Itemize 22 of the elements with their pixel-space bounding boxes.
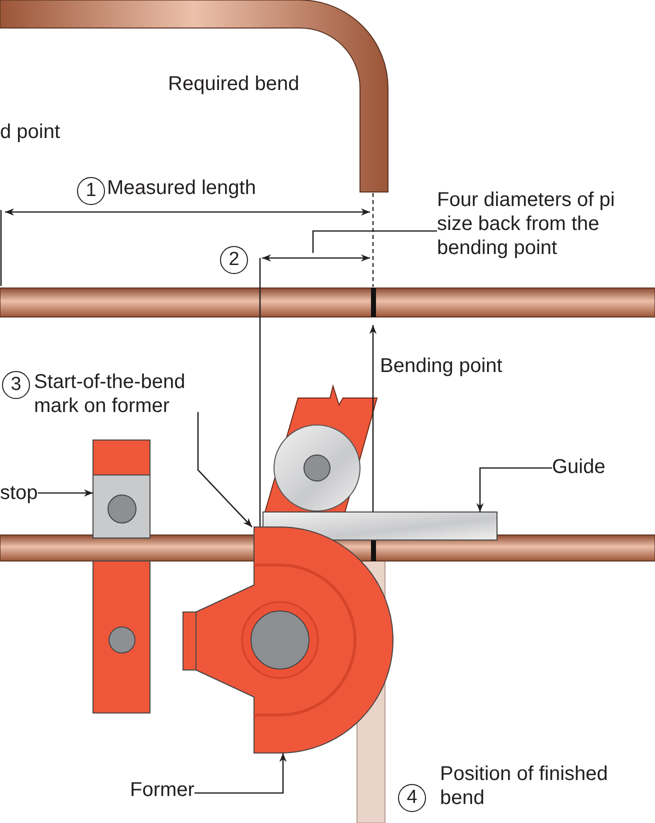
callout-text: Former: [130, 778, 194, 802]
callout-text: stop: [0, 481, 38, 505]
leader-line: [476, 467, 552, 512]
former: [182, 526, 394, 754]
callout-text: Four diameters of pi size back from the bending point: [437, 188, 653, 260]
part-label: Position of finished bend: [440, 762, 609, 810]
leader-line: [194, 753, 287, 794]
dimension-label: Bending point: [380, 354, 502, 378]
callout-number: 1: [77, 177, 105, 205]
callout-number: 2: [220, 246, 248, 274]
leader-line: [312, 230, 437, 253]
callout-text: Start-of-the-bend mark on former: [34, 370, 229, 418]
part-label: d point: [0, 120, 60, 144]
leader-line: [197, 412, 252, 528]
callout-number: 3: [2, 371, 30, 399]
leader-line: [38, 489, 93, 497]
dimension-label: Measured length: [107, 176, 256, 200]
guide-bar: [262, 512, 498, 540]
stop-block: [92, 440, 150, 714]
callout-number: 4: [398, 784, 426, 812]
callout-text: Guide: [552, 455, 606, 479]
part-label: Required bend: [168, 72, 300, 96]
